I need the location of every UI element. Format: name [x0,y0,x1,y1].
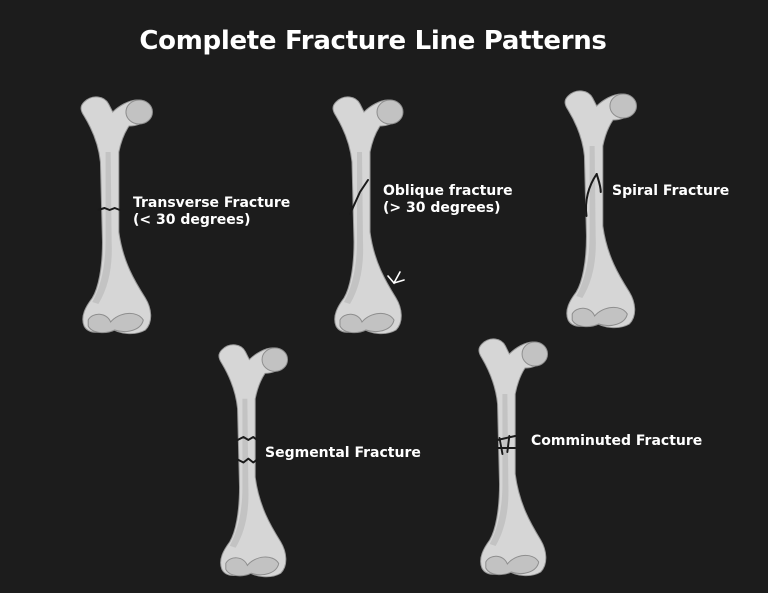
label-transverse-line-2: (< 30 degrees) [133,212,251,228]
femur-comminuted [478,338,549,577]
label-segmental-line-1: Segmental Fracture [265,445,421,461]
label-oblique-line-2: (> 30 degrees) [383,200,501,216]
label-transverse-line-1: Transverse Fracture [133,195,291,211]
label-oblique-line-1: Oblique fracture [383,183,513,199]
check-mark-icon [387,271,405,285]
label-spiral-fracture: Spiral Fracture [612,183,729,200]
label-segmental-fracture: Segmental Fracture [265,445,421,462]
femur-segmental [218,344,289,578]
femur-oblique [332,96,404,335]
label-transverse-fracture: Transverse Fracture (< 30 degrees) [133,195,290,229]
label-spiral-line-1: Spiral Fracture [612,183,730,199]
diagram-title: Complete Fracture Line Patterns [139,26,607,56]
label-comminuted-line-1: Comminuted Fracture [531,433,703,449]
femur-transverse [80,96,153,335]
femur-spiral [564,90,637,329]
label-oblique-fracture: Oblique fracture (> 30 degrees) [383,183,513,217]
label-comminuted-fracture: Comminuted Fracture [531,433,702,450]
